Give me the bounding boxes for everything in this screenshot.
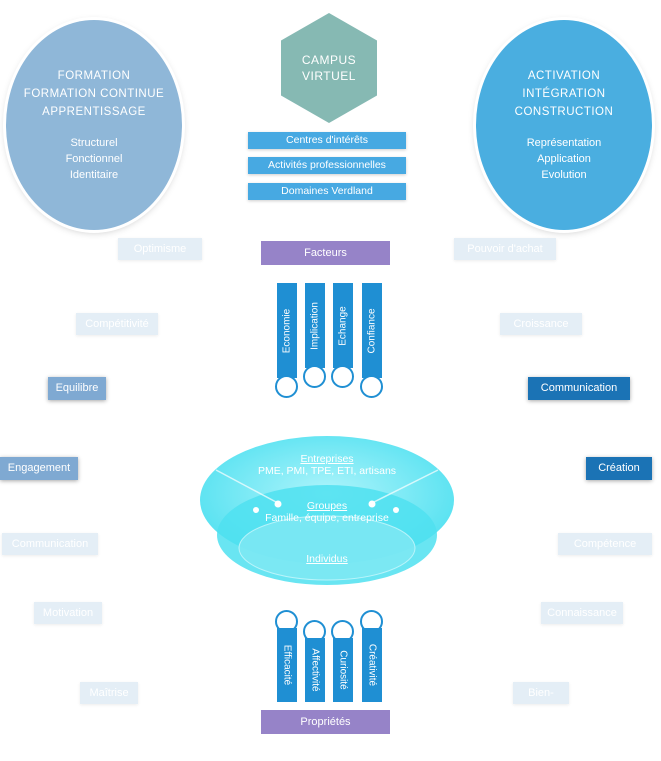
left-sub-line-2: Fonctionnel bbox=[65, 153, 123, 165]
label-maitrise: Maîtrise bbox=[80, 682, 138, 704]
pillar-echange-label: Echange bbox=[337, 305, 349, 346]
campus-virtuel-hexagon: CAMPUS VIRTUEL bbox=[281, 13, 377, 123]
campus-line-1: CAMPUS bbox=[301, 53, 357, 67]
nested-ellipse-diagram bbox=[200, 436, 454, 585]
left-circle-main-text: FORMATION FORMATION CONTINUE APPRENTISSA… bbox=[24, 67, 164, 121]
bar-centres-interets: Centres d'intérêts bbox=[248, 132, 406, 149]
label-competence: Compétence bbox=[558, 533, 652, 555]
pillar-confiance-label: Confiance bbox=[366, 307, 378, 354]
label-communication-right: Communication bbox=[528, 377, 630, 400]
dot-left-outer bbox=[253, 507, 259, 513]
campus-line-2: VIRTUEL bbox=[302, 69, 356, 83]
left-sub-line-1: Structurel bbox=[70, 137, 118, 149]
inner-ellipse-individus bbox=[238, 515, 416, 581]
bar-activites-professionnelles: Activités professionnelles bbox=[248, 157, 406, 174]
label-motivation: Motivation bbox=[34, 602, 102, 624]
pillar-efficacite-label: Efficacité bbox=[281, 644, 293, 686]
pillar-creativite: Créativité bbox=[362, 628, 382, 702]
right-main-line-2: INTÉGRATION bbox=[522, 88, 606, 100]
label-optimisme: Optimisme bbox=[118, 238, 202, 260]
right-sub-line-1: Représentation bbox=[526, 137, 602, 149]
label-creation: Création bbox=[586, 457, 652, 480]
individus-title: Individus bbox=[306, 553, 348, 565]
dot-right-outer bbox=[393, 507, 399, 513]
label-communication-left: Communication bbox=[2, 533, 98, 555]
left-sub-line-3: Identitaire bbox=[69, 169, 119, 181]
entreprises-title: Entreprises bbox=[300, 453, 354, 465]
left-main-line-3: APPRENTISSAGE bbox=[42, 106, 146, 118]
right-sub-line-2: Application bbox=[537, 153, 591, 165]
right-main-line-1: ACTIVATION bbox=[527, 70, 601, 82]
ring-economie bbox=[275, 375, 298, 398]
right-main-line-3: CONSTRUCTION bbox=[514, 106, 614, 118]
bar-domaines-verdland: Domaines Verdland bbox=[248, 183, 406, 200]
pillar-affectivite: Affectivité bbox=[305, 638, 325, 702]
dot-right-inner bbox=[368, 500, 376, 508]
right-circle-main-text: ACTIVATION INTÉGRATION CONSTRUCTION bbox=[515, 67, 614, 121]
connector-line-left bbox=[215, 469, 277, 503]
dot-left-inner bbox=[274, 500, 282, 508]
groupes-title: Groupes bbox=[306, 500, 348, 512]
pillar-economie-label: Economie bbox=[281, 308, 293, 353]
ellipse-groupes-text: Groupes Famille, équipe, entreprise bbox=[227, 500, 427, 524]
ellipse-entreprises-text: Entreprises PME, PMI, TPE, ETI, artisans bbox=[227, 453, 427, 477]
left-main-line-2: FORMATION CONTINUE bbox=[23, 88, 165, 100]
pillar-echange: Echange bbox=[333, 283, 353, 368]
entreprises-subtitle: PME, PMI, TPE, ETI, artisans bbox=[257, 465, 397, 477]
pillar-implication-label: Implication bbox=[309, 301, 321, 350]
ring-implication bbox=[303, 365, 326, 388]
left-main-line-1: FORMATION bbox=[57, 70, 131, 82]
pillar-economie: Economie bbox=[277, 283, 297, 378]
ellipse-individus-text: Individus bbox=[227, 553, 427, 565]
facteurs-label: Facteurs bbox=[261, 241, 390, 265]
pillar-curiosite: Curiosité bbox=[333, 638, 353, 702]
groupes-subtitle: Famille, équipe, entreprise bbox=[265, 512, 389, 524]
label-croissance: Croissance bbox=[500, 313, 582, 335]
left-circle-formation: FORMATION FORMATION CONTINUE APPRENTISSA… bbox=[6, 20, 182, 230]
pillar-creativite-label: Créativité bbox=[366, 643, 378, 687]
right-circle-sub-text: Représentation Application Evolution bbox=[527, 135, 602, 183]
pillar-implication: Implication bbox=[305, 283, 325, 368]
label-bien-etre: Bien-être bbox=[513, 682, 569, 721]
pillar-curiosite-label: Curiosité bbox=[337, 650, 349, 690]
label-pouvoir-achat: Pouvoir d'achat bbox=[454, 238, 556, 260]
ring-confiance bbox=[360, 375, 383, 398]
right-circle-activation: ACTIVATION INTÉGRATION CONSTRUCTION Repr… bbox=[476, 20, 652, 230]
connector-line-right bbox=[373, 469, 439, 503]
ring-echange bbox=[331, 365, 354, 388]
pillar-confiance: Confiance bbox=[362, 283, 382, 378]
label-competitivite: Compétitivité bbox=[76, 313, 158, 335]
label-engagement: Engagement bbox=[0, 457, 78, 480]
left-circle-sub-text: Structurel Fonctionnel Identitaire bbox=[66, 135, 123, 183]
label-connaissance: Connaissance bbox=[541, 602, 623, 624]
pillar-efficacite: Efficacité bbox=[277, 628, 297, 702]
proprietes-label: Propriétés bbox=[261, 710, 390, 734]
label-equilibre: Equilibre bbox=[48, 377, 106, 400]
pillar-affectivite-label: Affectivité bbox=[309, 648, 321, 692]
right-sub-line-3: Evolution bbox=[541, 169, 587, 181]
